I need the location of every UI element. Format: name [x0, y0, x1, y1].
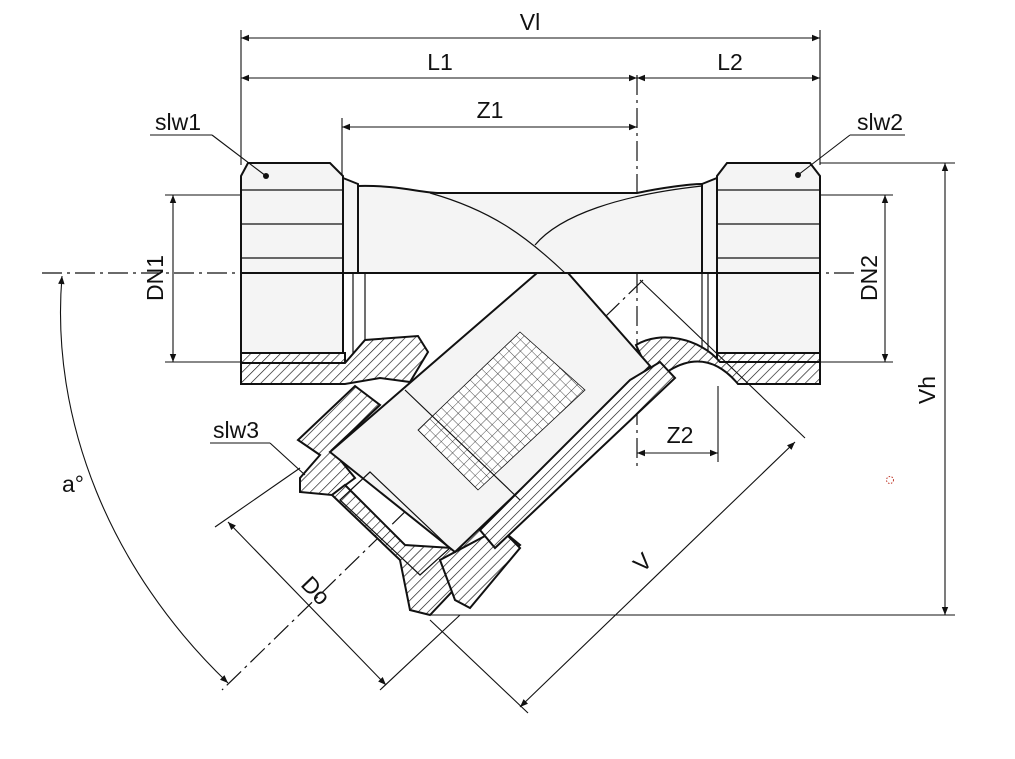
dim-dn2: DN2: [820, 194, 893, 363]
label-slw3: slw3: [213, 417, 259, 443]
label-slw2: slw2: [857, 109, 903, 135]
leader-slw3: slw3: [210, 417, 306, 476]
body-section: [240, 334, 821, 617]
label-l2: L2: [717, 49, 743, 75]
label-angle: a°: [62, 471, 84, 497]
right-hex-fitting: [701, 162, 821, 364]
label-vh: Vh: [914, 376, 940, 404]
label-l1: L1: [427, 49, 453, 75]
leader-slw2: slw2: [795, 109, 905, 178]
label-v: V: [628, 547, 658, 577]
dim-angle: a°: [58, 275, 229, 684]
marker-dot: [886, 476, 894, 484]
dim-dn1: DN1: [142, 194, 241, 363]
label-dn1: DN1: [142, 255, 168, 301]
dim-l1-l2: L1 L2: [241, 49, 820, 82]
label-z2: Z2: [667, 422, 694, 448]
label-z1: Z1: [477, 97, 504, 123]
dim-vh: Vh: [430, 162, 955, 616]
dim-z1: Z1: [341, 97, 637, 176]
label-vl: Vl: [520, 9, 540, 35]
valve-body: [357, 182, 703, 274]
leader-slw1: slw1: [150, 109, 269, 179]
left-hex-fitting: [240, 162, 366, 364]
label-do: Do: [296, 571, 335, 610]
dim-vl: Vl: [240, 9, 821, 165]
label-slw1: slw1: [155, 109, 201, 135]
label-dn2: DN2: [856, 255, 882, 301]
dim-v: V: [429, 279, 806, 714]
